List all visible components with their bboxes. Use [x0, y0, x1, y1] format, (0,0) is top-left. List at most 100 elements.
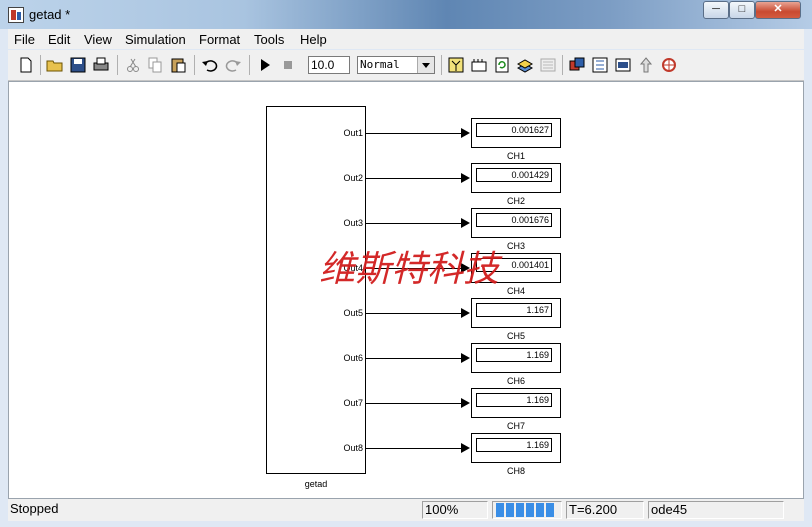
getad-subsystem-block[interactable] [266, 106, 366, 474]
arrowhead-8 [461, 443, 470, 453]
out3-port-label: Out3 [343, 218, 363, 228]
out4-port-label: Out4 [343, 263, 363, 273]
menu-help[interactable]: Help [300, 32, 327, 47]
zoom-level: 100% [422, 501, 488, 519]
arrowhead-1 [461, 128, 470, 138]
close-button[interactable]: ✕ [755, 1, 801, 19]
simulation-progress-bar [496, 503, 556, 517]
display-block-ch6[interactable]: 1.169 [471, 343, 561, 373]
window-title: getad * [29, 7, 71, 22]
stop-icon[interactable] [279, 56, 297, 74]
display-value: 0.001676 [476, 213, 552, 227]
minimize-button[interactable]: ─ [703, 1, 729, 19]
display-value: 1.167 [476, 303, 552, 317]
save-icon[interactable] [69, 56, 87, 74]
model-explorer-icon[interactable] [516, 56, 534, 74]
menu-simulation[interactable]: Simulation [125, 32, 186, 47]
display-block-ch2[interactable]: 0.001429 [471, 163, 561, 193]
display-block-ch3[interactable]: 0.001676 [471, 208, 561, 238]
paste-icon[interactable] [169, 56, 187, 74]
arrowhead-7 [461, 398, 470, 408]
toolbar-separator [194, 55, 195, 75]
menu-file[interactable]: File [14, 32, 35, 47]
menu-edit[interactable]: Edit [48, 32, 71, 47]
progress-segment [496, 503, 504, 517]
new-file-icon[interactable] [17, 56, 35, 74]
refresh-icon[interactable] [493, 56, 511, 74]
menu-tools[interactable]: Tools [254, 32, 285, 47]
redo-icon[interactable] [224, 56, 242, 74]
simulation-mode-value: Normal [360, 58, 400, 71]
display-value: 1.169 [476, 393, 552, 407]
library-browser-icon[interactable] [447, 56, 465, 74]
menu-bar: File Edit View Simulation Format Tools H… [8, 29, 804, 49]
display-label: CH5 [506, 331, 525, 341]
display-label: CH3 [506, 241, 525, 251]
display-block-ch4[interactable]: 0.001401 [471, 253, 561, 283]
toolbar-separator [249, 55, 250, 75]
block-name-label: getad [304, 479, 328, 489]
toolbar-separator [40, 55, 41, 75]
arrowhead-4 [461, 263, 470, 273]
display-label: CH1 [506, 151, 525, 161]
print-icon[interactable] [92, 56, 110, 74]
signal-line-7[interactable] [366, 403, 463, 404]
toolbar-separator [562, 55, 563, 75]
progress-segment [546, 503, 554, 517]
undo-icon[interactable] [201, 56, 219, 74]
out7-port-label: Out7 [343, 398, 363, 408]
status-bar: Stopped 100% T=6.200 ode45 [8, 499, 804, 521]
progress-segment [526, 503, 534, 517]
arrowhead-2 [461, 173, 470, 183]
display-value: 0.001401 [476, 258, 552, 272]
signal-selector-icon[interactable] [568, 56, 586, 74]
chevron-down-icon[interactable] [417, 57, 434, 73]
display-block-ch5[interactable]: 1.167 [471, 298, 561, 328]
model-canvas[interactable]: Out1 Out2 Out3 Out4 Out5 Out6 Out7 Out8 … [8, 81, 804, 499]
simulation-mode-select[interactable]: Normal [357, 56, 435, 74]
debugger-icon[interactable] [539, 56, 557, 74]
out1-port-label: Out1 [343, 128, 363, 138]
progress-segment [536, 503, 544, 517]
signal-line-8[interactable] [366, 448, 463, 449]
menu-format[interactable]: Format [199, 32, 241, 47]
cut-icon[interactable] [124, 56, 142, 74]
solver-name: ode45 [648, 501, 784, 519]
display-label: CH2 [506, 196, 525, 206]
start-icon[interactable] [256, 56, 274, 74]
build-icon[interactable] [470, 56, 488, 74]
display-block-ch8[interactable]: 1.169 [471, 433, 561, 463]
profiler-icon[interactable] [660, 56, 678, 74]
arrowhead-3 [461, 218, 470, 228]
stop-time-field[interactable]: 10.0 [308, 56, 350, 74]
signal-line-4[interactable] [366, 268, 463, 269]
display-value: 1.169 [476, 438, 552, 452]
out5-port-label: Out5 [343, 308, 363, 318]
watermark-text: 维斯特科技 [319, 249, 500, 290]
up-arrow-icon[interactable] [637, 56, 655, 74]
title-bar[interactable]: getad * ─ □ ✕ [0, 0, 812, 29]
simulation-status: Stopped [10, 501, 59, 516]
open-folder-icon[interactable] [46, 56, 64, 74]
tree-icon[interactable] [591, 56, 609, 74]
toolbar-separator [441, 55, 442, 75]
arrowhead-6 [461, 353, 470, 363]
display-label: CH7 [506, 421, 525, 431]
menu-view[interactable]: View [84, 32, 112, 47]
copy-icon[interactable] [146, 56, 164, 74]
simulation-time: T=6.200 [566, 501, 644, 519]
signal-line-2[interactable] [366, 178, 463, 179]
signal-line-1[interactable] [366, 133, 463, 134]
signal-line-3[interactable] [366, 223, 463, 224]
toolbar-separator [117, 55, 118, 75]
progress-segment [516, 503, 524, 517]
simulink-app-icon[interactable] [8, 7, 24, 23]
display-block-ch1[interactable]: 0.001627 [471, 118, 561, 148]
display-block-ch7[interactable]: 1.169 [471, 388, 561, 418]
signal-line-5[interactable] [366, 313, 463, 314]
toolbar: 10.0 Normal [8, 50, 804, 81]
signal-line-6[interactable] [366, 358, 463, 359]
maximize-button[interactable]: □ [729, 1, 755, 19]
go-to-parent-icon[interactable] [614, 56, 632, 74]
